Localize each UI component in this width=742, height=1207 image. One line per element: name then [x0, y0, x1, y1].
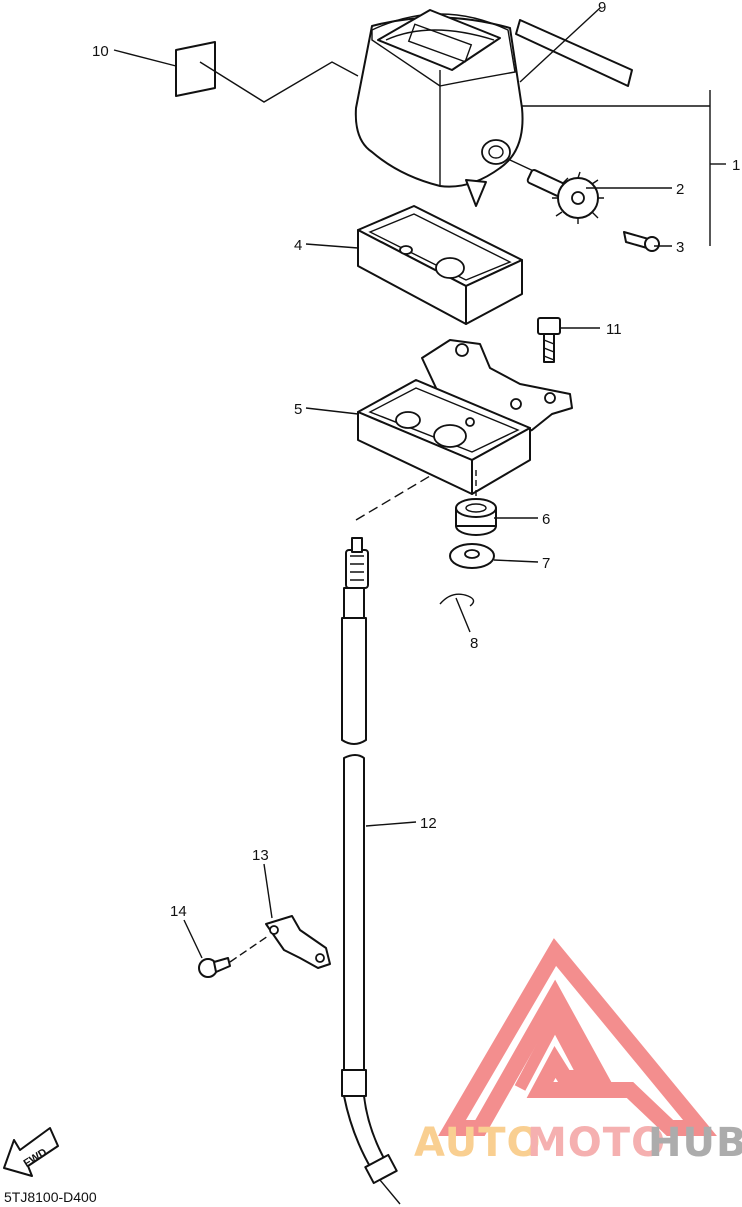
- leader-lines: [113, 7, 726, 963]
- part-7-washer: [449, 543, 495, 569]
- part-1-speedometer: [354, 9, 524, 207]
- part-13-guide: [265, 915, 331, 969]
- callout-13: 13: [252, 847, 269, 864]
- watermark-hub: HUB: [648, 1120, 742, 1166]
- watermark-auto: AUTO: [414, 1120, 542, 1166]
- drawing-code: 5TJ8100-D400: [4, 1189, 97, 1205]
- callout-5: 5: [294, 401, 302, 418]
- watermark-logo-icon: [438, 938, 717, 1136]
- callout-12: 12: [420, 815, 437, 832]
- part-11-bolt: [537, 317, 561, 363]
- part-10-label: [175, 41, 359, 103]
- callout-2: 2: [676, 181, 684, 198]
- callouts: 1 2 3 4 5 6 7 8 9 10 11 12 13 14: [92, 0, 740, 920]
- part-14-screw: [198, 957, 231, 978]
- callout-7: 7: [542, 555, 550, 572]
- part-8-clip: [439, 593, 475, 607]
- part-6-grommet: [455, 498, 497, 536]
- part-12-cable: [341, 537, 401, 1205]
- part-5-lower-case: [357, 339, 573, 495]
- watermark-moto: MOTO: [527, 1120, 666, 1166]
- part-9-strip: [515, 19, 633, 87]
- callout-3: 3: [676, 239, 684, 256]
- part-3-screw: [623, 231, 660, 252]
- callout-11: 11: [606, 321, 622, 338]
- part-2-gear: [509, 159, 604, 224]
- callout-8: 8: [470, 635, 478, 652]
- callout-1: 1: [732, 157, 740, 174]
- callout-9: 9: [598, 0, 606, 16]
- fwd-arrow-icon: FWD: [3, 1127, 59, 1177]
- callout-6: 6: [542, 511, 550, 528]
- callout-10: 10: [92, 43, 109, 60]
- callout-4: 4: [294, 237, 302, 254]
- callout-14: 14: [170, 903, 187, 920]
- automotohub-watermark: AUTO MOTO HUB: [414, 938, 742, 1166]
- part-4-upper-case: [357, 205, 523, 325]
